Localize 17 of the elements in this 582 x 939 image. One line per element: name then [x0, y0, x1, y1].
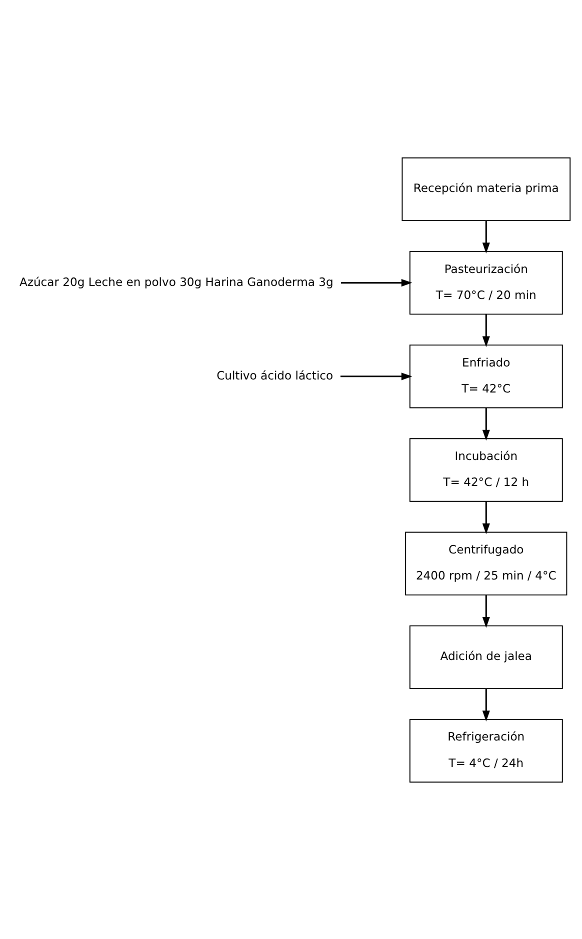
node-box: Adición de jalea — [409, 624, 563, 689]
node-box: Refrigeración T= 4°C / 24h — [409, 718, 563, 782]
node-box: Enfriado T= 42°C — [409, 344, 563, 408]
arrow — [482, 594, 490, 628]
arrow — [482, 220, 490, 253]
node-box: Centrifugado 2400 rpm / 25 min / 4°C — [405, 531, 568, 595]
arrow — [340, 278, 412, 286]
arrow — [482, 688, 490, 721]
node-text: Cultivo ácido láctico — [216, 368, 334, 382]
node-text: Azúcar 20g Leche en polvo 30g Harina Ganoderma 3g — [20, 274, 334, 288]
node-box: Recepción materia prima — [402, 156, 571, 221]
node-box: Incubación T= 42°C / 12 h — [409, 438, 563, 502]
arrow — [482, 407, 490, 440]
arrow — [340, 372, 412, 380]
node-box: Pasteurización T= 70°C / 20 min — [409, 250, 563, 314]
arrow — [482, 314, 490, 347]
arrow — [482, 500, 490, 534]
